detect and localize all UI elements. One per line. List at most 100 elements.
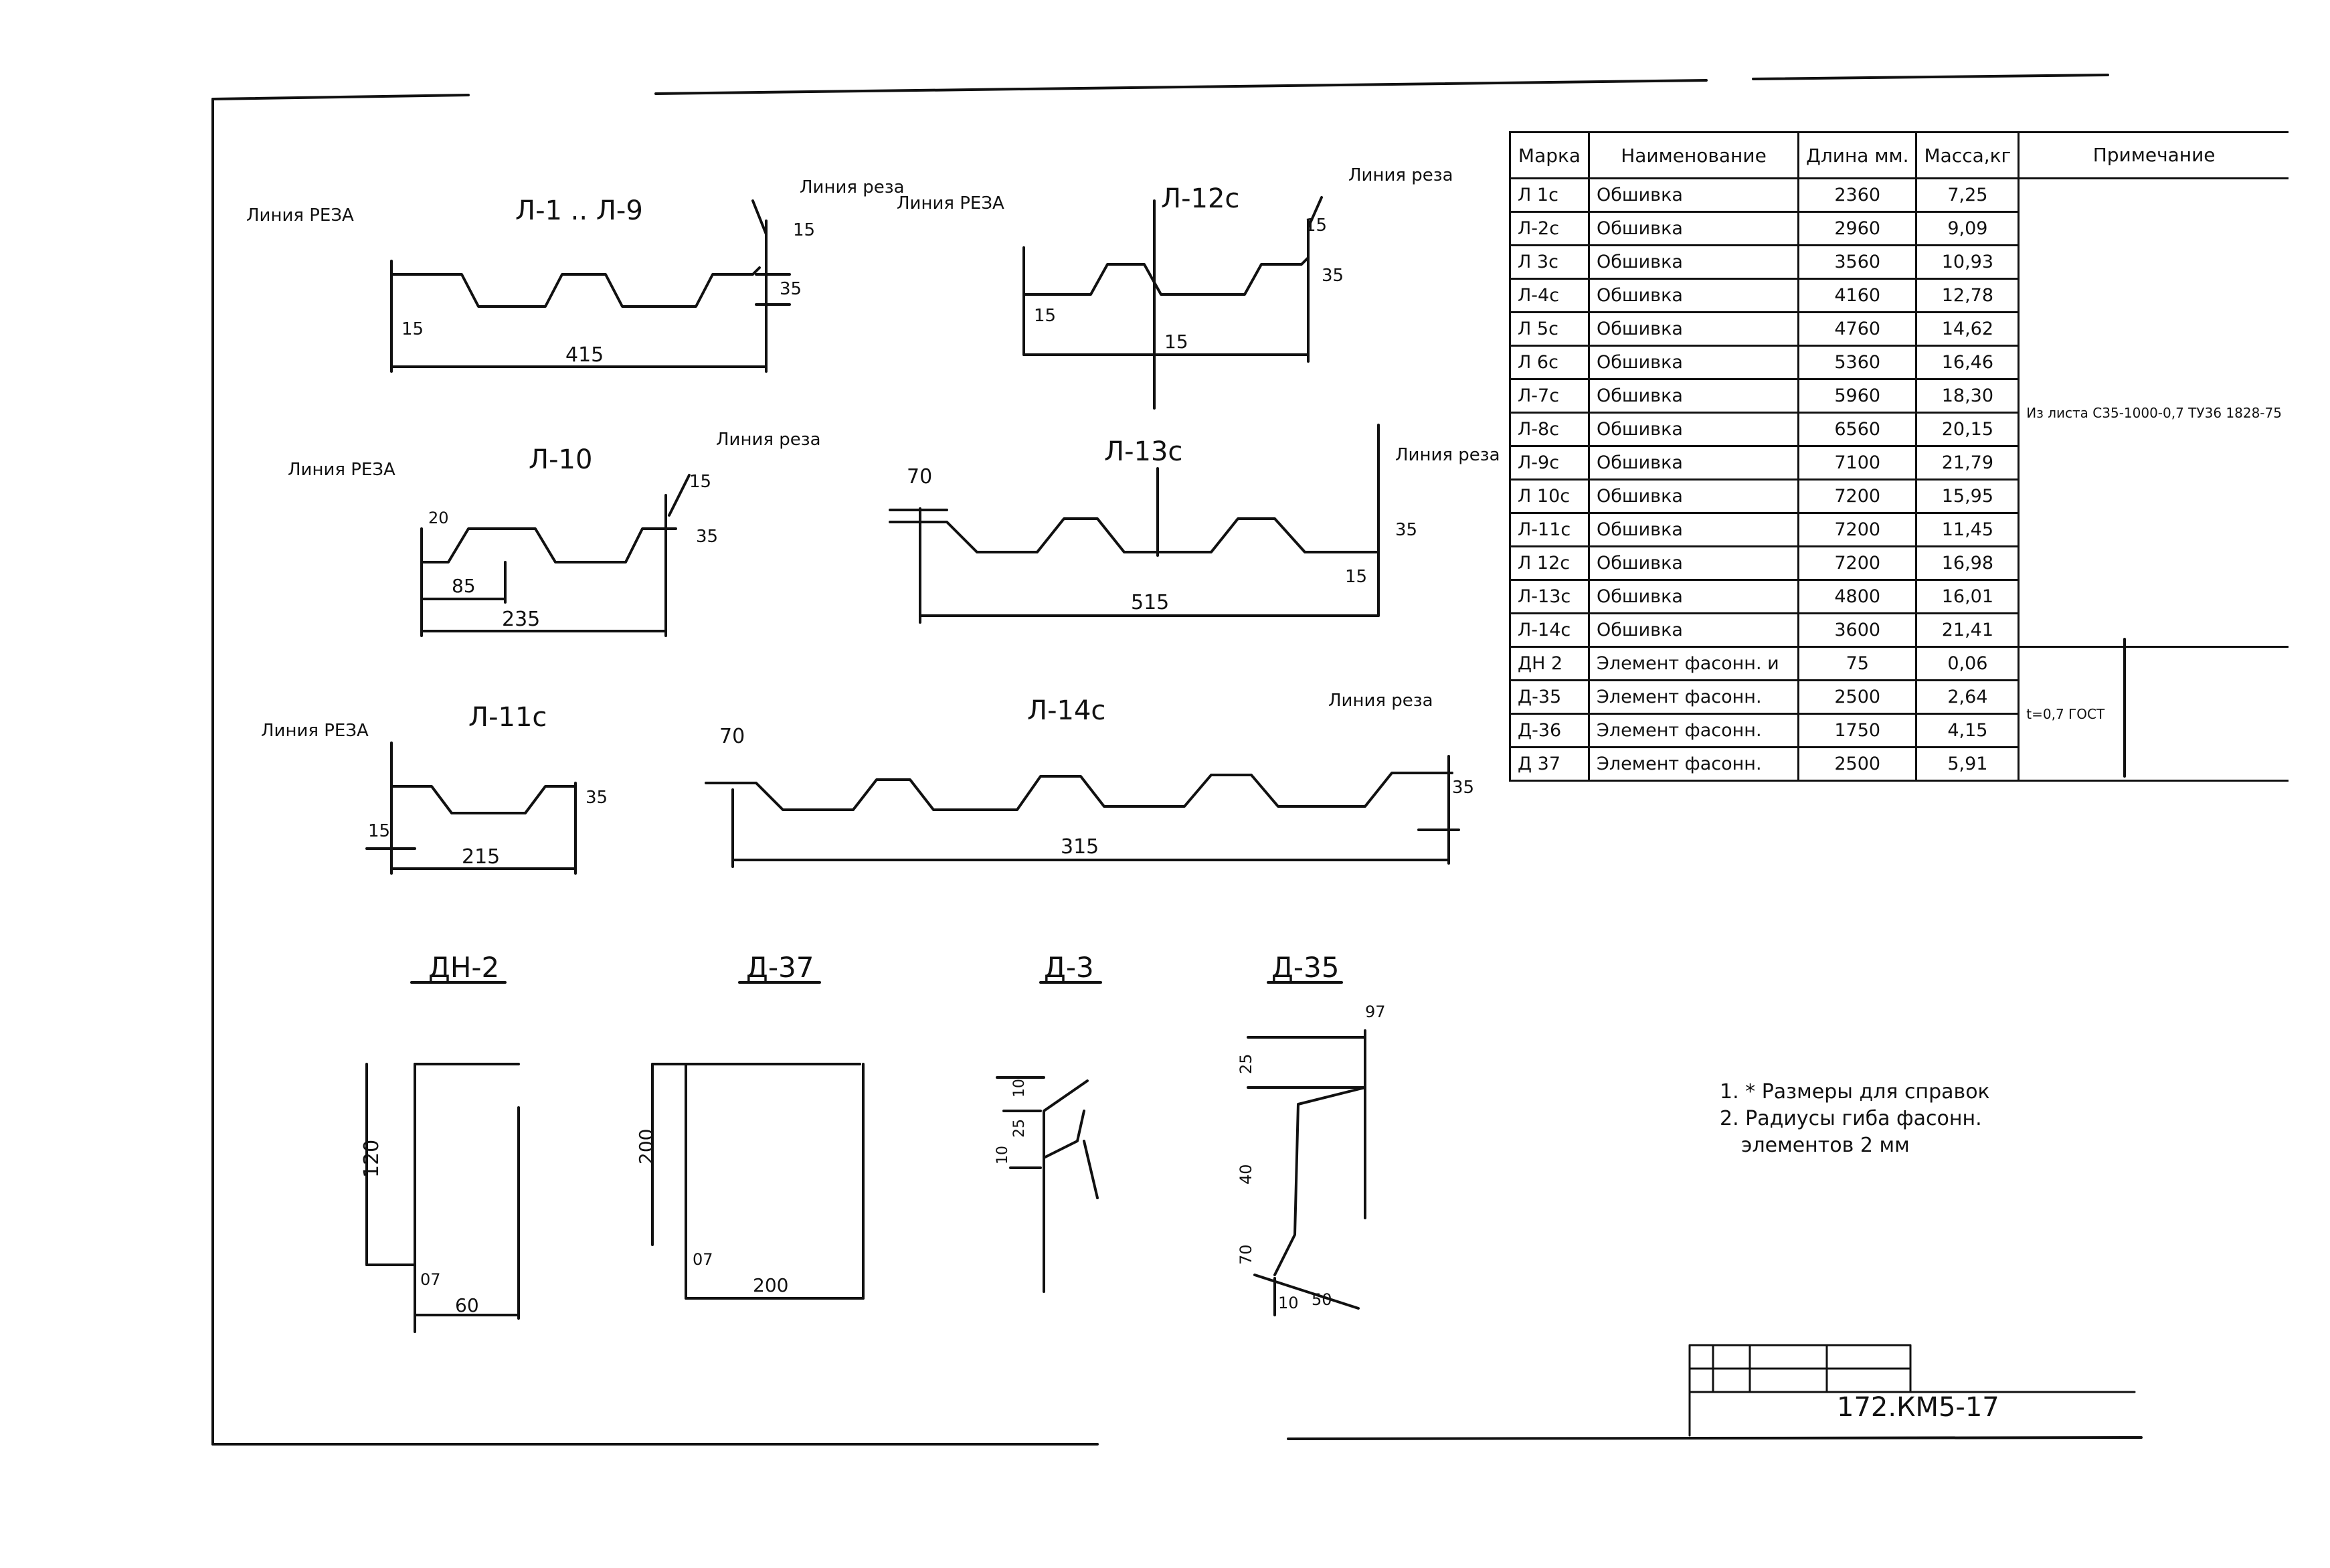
cell-name: Обшивка	[1588, 478, 1799, 514]
cell-name: Элемент фасонн.	[1588, 679, 1799, 715]
dim-p14-width: 315	[1061, 835, 1099, 859]
profile-l10-title: Л-10	[529, 444, 592, 475]
dim-p1-left: 15	[401, 319, 424, 339]
cut-line-label-6: Линия реза	[716, 430, 821, 450]
cell-mass: 16,98	[1915, 545, 2020, 581]
cell-name: Обшивка	[1588, 445, 1799, 481]
cell-mark: Л-9с	[1509, 445, 1590, 481]
dim-p10-width: 235	[502, 608, 540, 631]
drawing-notes: 1. * Размеры для справок 2. Радиусы гиба…	[1720, 1079, 1990, 1159]
cell-mark: Д-35	[1509, 679, 1590, 715]
dim-p1-height: 35	[780, 279, 802, 299]
profile-l12-title: Л-12с	[1161, 183, 1239, 214]
cell-mass: 10,93	[1915, 244, 2020, 280]
cell-name: Обшивка	[1588, 177, 1799, 213]
cut-line-label-5: Линия РЕЗА	[288, 460, 395, 480]
col-mass: Масса,кг	[1915, 131, 2020, 179]
note-3: элементов 2 мм	[1741, 1134, 1910, 1157]
cut-line-label-1: Линия РЕЗА	[246, 205, 354, 226]
detail-d35-title: Д-35	[1271, 951, 1339, 984]
cell-mass: 16,46	[1915, 345, 2020, 380]
cell-mass: 20,15	[1915, 412, 2020, 447]
cell-mark: Л 5с	[1509, 311, 1590, 347]
cell-mass: 5,91	[1915, 746, 2020, 782]
cell-mark: Л-7с	[1509, 378, 1590, 414]
cell-len: 75	[1797, 646, 1918, 681]
cut-line-label-7: Линия реза	[1395, 445, 1500, 465]
dim-dn2-w: 60	[455, 1294, 479, 1316]
cell-name: Обшивка	[1588, 612, 1799, 648]
dim-d35-top: 97	[1365, 1003, 1386, 1021]
cell-mass: 4,15	[1915, 713, 2020, 748]
cell-name: Элемент фасонн.	[1588, 713, 1799, 748]
dim-d35-b: 40	[1237, 1164, 1255, 1185]
cell-len: 3560	[1797, 244, 1918, 280]
cell-len: 3600	[1797, 612, 1918, 648]
cell-mass: 18,30	[1915, 378, 2020, 414]
cell-name: Элемент фасонн. и	[1588, 646, 1799, 681]
cell-mark: ДН 2	[1509, 646, 1590, 681]
specification-table: Марка Наименование Длина мм. Масса,кг Пр…	[1509, 131, 2289, 782]
cell-name: Обшивка	[1588, 311, 1799, 347]
profile-l12	[1022, 196, 1323, 410]
cell-mark: Л-14с	[1509, 612, 1590, 648]
cell-len: 7100	[1797, 445, 1918, 481]
dim-d35-c: 70	[1237, 1244, 1255, 1265]
cell-len: 2500	[1797, 679, 1918, 715]
cell-len: 7200	[1797, 478, 1918, 514]
dim-d37-r: 07	[693, 1250, 713, 1269]
cell-name: Обшивка	[1588, 545, 1799, 581]
cell-mark: Л 12с	[1509, 545, 1590, 581]
detail-d37	[651, 981, 865, 1300]
cell-name: Обшивка	[1588, 512, 1799, 547]
dim-p11-height: 35	[586, 788, 608, 808]
cell-name: Обшивка	[1588, 278, 1799, 313]
cell-mass: 16,01	[1915, 579, 2020, 614]
cut-line-label-4: Линия реза	[1348, 165, 1453, 185]
dim-p14-left: 70	[719, 725, 745, 748]
dim-p12-top: 15	[1305, 215, 1327, 236]
col-mark: Марка	[1509, 131, 1590, 179]
profile-l10	[420, 474, 691, 637]
cell-name: Обшивка	[1588, 378, 1799, 414]
cell-name: Обшивка	[1588, 244, 1799, 280]
dim-d3-a: 10	[994, 1146, 1011, 1164]
cell-mark: Л-11с	[1509, 512, 1590, 547]
cell-mark: Л 3с	[1509, 244, 1590, 280]
cell-len: 7200	[1797, 512, 1918, 547]
dim-p1-width: 415	[565, 343, 604, 367]
dim-p13-left: 70	[907, 465, 932, 489]
cell-mark: Л-8с	[1509, 412, 1590, 447]
dim-p13-right: 15	[1345, 567, 1367, 587]
dim-d37-h: 200	[635, 1129, 657, 1164]
dim-p10-sub: 85	[452, 575, 476, 597]
detail-d37-title: Д-37	[746, 951, 814, 984]
dim-p1-top: 15	[793, 220, 815, 240]
cell-mass: 0,06	[1915, 646, 2020, 681]
cell-len: 4800	[1797, 579, 1918, 614]
cell-len: 2360	[1797, 177, 1918, 213]
table-header-row: Марка Наименование Длина мм. Масса,кг Пр…	[1509, 131, 2289, 179]
drawing-code: 172.КМ5-17	[1837, 1392, 1999, 1423]
detail-d3	[996, 981, 1102, 1293]
cell-mark: Л-13с	[1509, 579, 1590, 614]
profile-l11-title: Л-11с	[468, 702, 547, 733]
cell-len: 5960	[1797, 378, 1918, 414]
cell-len: 1750	[1797, 713, 1918, 748]
profile-l14	[705, 755, 1460, 868]
detail-dn2-title: ДН-2	[428, 951, 499, 984]
dim-p12-left: 15	[1034, 306, 1056, 326]
dim-dn2-r: 07	[420, 1270, 441, 1289]
